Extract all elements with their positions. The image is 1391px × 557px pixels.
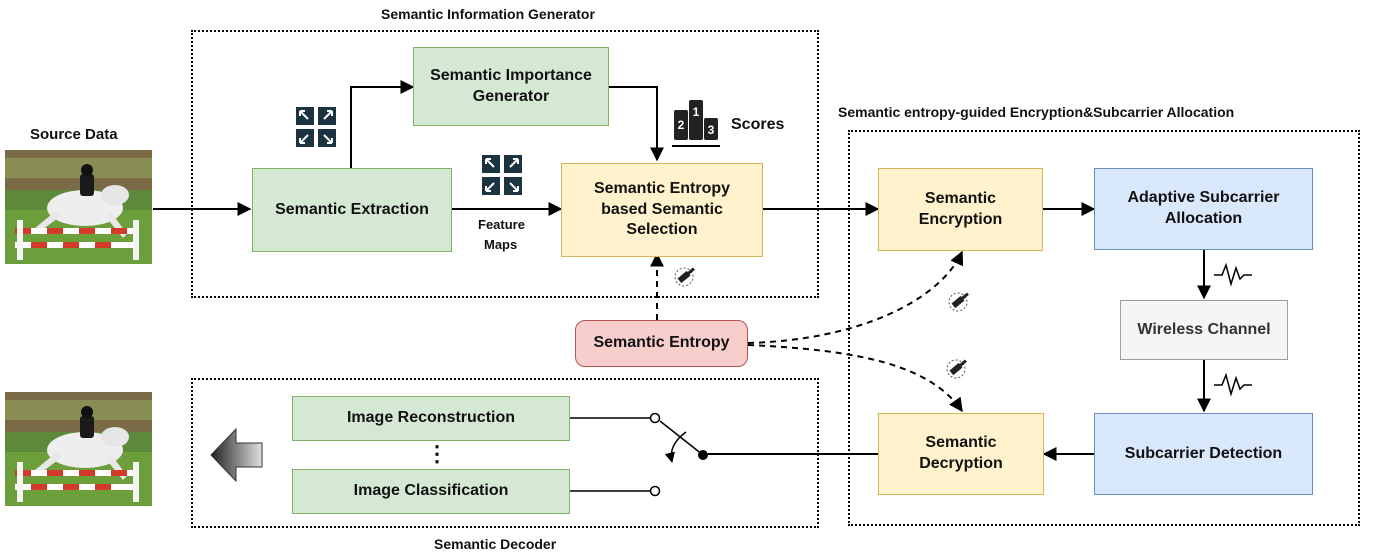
semantic-importance-label-1: Semantic Importance <box>430 66 592 84</box>
signal-wave-icon-lower <box>1214 372 1252 397</box>
semantic-encryption-node: Semantic Encryption <box>878 168 1043 251</box>
semantic-decryption-label-2: Decryption <box>919 455 1003 472</box>
scores-label: Scores <box>731 116 785 133</box>
semantic-selection-node: Semantic Entropy based Semantic Selectio… <box>561 163 763 257</box>
generator-region <box>191 30 819 298</box>
switch-blade <box>659 420 704 456</box>
switch-contact-top <box>649 412 661 424</box>
podium-rank-1: 1 <box>693 105 700 119</box>
semantic-importance-node: Semantic Importance Generator <box>413 47 609 126</box>
decoder-ellipsis: ⋮ <box>426 441 448 466</box>
semantic-encryption-label-1: Semantic <box>924 189 997 207</box>
podium-icon: 2 1 3 <box>672 100 720 147</box>
subcarrier-allocation-node: Adaptive Subcarrier Allocation <box>1094 168 1313 250</box>
switch-contact-bottom <box>649 485 661 497</box>
semantic-encryption-label-2: Encryption <box>918 210 1003 228</box>
edge-entropy-encryption <box>747 250 964 344</box>
image-reconstruction-node: Image Reconstruction <box>292 396 570 441</box>
semantic-decryption-node: Semantic Decryption <box>878 413 1044 495</box>
image-classification-node: Image Classification <box>292 469 570 514</box>
semantic-importance-label-2: Generator <box>472 87 550 105</box>
semantic-selection-label-1: Semantic Entropy <box>593 179 731 197</box>
output-image <box>5 392 152 506</box>
semantic-entropy-label: Semantic Entropy <box>593 334 730 352</box>
switch-arc-arrow <box>664 431 687 464</box>
feature-maps-label-2: Maps <box>484 237 518 252</box>
generator-title: Semantic Information Generator <box>381 6 595 22</box>
semantic-decryption-label-1: Semantic <box>925 434 997 452</box>
key-icon-encryption <box>948 292 969 312</box>
wireless-channel-label: Wireless Channel <box>1137 320 1271 338</box>
feature-map-icon-upper <box>294 105 338 149</box>
edge-extraction-importance <box>350 80 415 168</box>
decoder-title: Semantic Decoder <box>434 536 557 552</box>
subcarrier-detection-node: Subcarrier Detection <box>1094 413 1313 495</box>
semantic-extraction-node: Semantic Extraction <box>252 168 452 252</box>
feature-maps-label-1: Feature <box>478 217 525 232</box>
source-data-title: Source Data <box>30 126 118 143</box>
semantic-entropy-node: Semantic Entropy <box>575 320 748 367</box>
semantic-extraction-label: Semantic Extraction <box>275 200 429 218</box>
key-icon-selection <box>674 267 695 287</box>
edge-importance-selection <box>609 86 664 162</box>
output-arrow-icon <box>210 427 263 483</box>
edge-entropy-decryption <box>747 344 963 413</box>
subcarrier-allocation-label-2: Allocation <box>1164 210 1243 227</box>
signal-wave-icon-upper <box>1214 262 1252 287</box>
semantic-selection-label-2: based Semantic <box>601 200 723 218</box>
podium-rank-3: 3 <box>708 123 715 137</box>
key-icon-decryption <box>946 359 967 379</box>
encryption-title: Semantic entropy-guided Encryption&Subca… <box>838 104 1235 120</box>
source-image <box>5 150 152 264</box>
wireless-channel-node: Wireless Channel <box>1120 300 1288 360</box>
semantic-selection-label-3: Selection <box>626 221 698 239</box>
podium-rank-2: 2 <box>678 118 685 132</box>
image-reconstruction-label: Image Reconstruction <box>346 409 516 427</box>
feature-map-icon-lower <box>480 153 524 197</box>
subcarrier-allocation-label-1: Adaptive Subcarrier <box>1127 189 1280 207</box>
image-classification-label: Image Classification <box>353 482 509 500</box>
subcarrier-detection-label: Subcarrier Detection <box>1124 444 1283 462</box>
